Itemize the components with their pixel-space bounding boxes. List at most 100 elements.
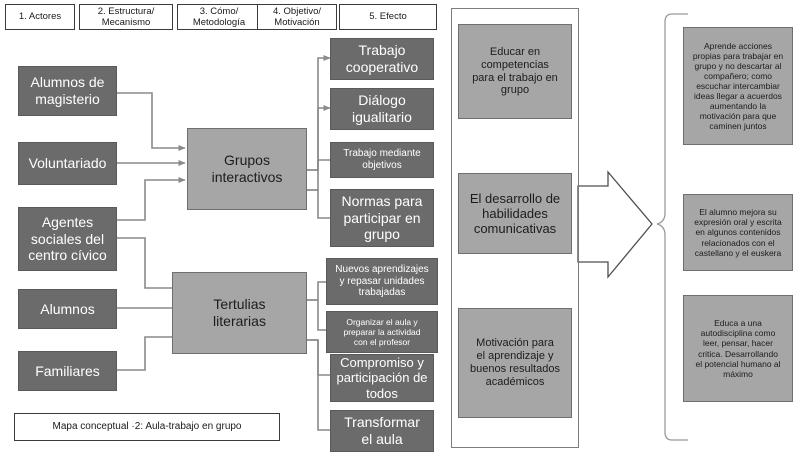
- metodo-transformar-aula-line1: Transformar: [344, 414, 420, 431]
- objetivo-motivacion-line3: buenos resultados: [470, 363, 560, 375]
- diagram-caption-label: Mapa conceptual ·2: Aula-trabajo en grup…: [52, 421, 242, 433]
- efecto-aprende-line5: escuchar intercambiar: [696, 80, 780, 91]
- actor-alumnos-magisterio-line1: Alumnos de: [30, 74, 105, 91]
- metodo-transformar-aula[interactable]: Transformar el aula: [330, 410, 434, 452]
- efecto-aprende-line6: ideas llegar a acuerdos: [694, 91, 782, 101]
- metodo-dialogo-igualitario[interactable]: Diálogo igualitario: [330, 88, 434, 130]
- efecto-aprende-line7: aumentando la: [709, 101, 767, 112]
- efecto-expresion-line3: en algunos contenidos: [695, 227, 781, 238]
- metodo-compromiso-line3: todos: [366, 385, 398, 401]
- mecanismo-grupos-line1: Grupos: [224, 152, 270, 169]
- objetivo-motivacion-line2: el aprendizaje y: [476, 350, 554, 363]
- actor-familiares[interactable]: Familiares: [18, 351, 117, 391]
- metodo-organizar-aula-line2: preparar la actividad: [343, 326, 421, 337]
- metodo-normas-participar[interactable]: Normas para participar en grupo: [330, 189, 434, 247]
- efecto-expresion-oral-escrita[interactable]: El alumno mejora su expresión oral y esc…: [683, 194, 793, 271]
- objetivo-educar-line3: para el trabajo en: [472, 71, 558, 84]
- efecto-aprende-line2: propias para trabajar en: [692, 50, 784, 61]
- big-right-arrow: [577, 170, 653, 279]
- efecto-aprende-line8: motivación para que: [699, 111, 777, 122]
- objetivo-motivacion-aprendizaje[interactable]: Motivación para el aprendizaje y buenos …: [458, 308, 572, 418]
- metodo-nuevos-aprendizajes-line3: trabajadas: [358, 287, 406, 299]
- actor-alumnos[interactable]: Alumnos: [18, 289, 117, 329]
- metodo-transformar-aula-line2: el aula: [361, 431, 403, 447]
- objetivos-frame: [451, 8, 579, 448]
- metodo-dialogo-line1: Diálogo: [358, 92, 406, 109]
- header-efecto: 5. Efecto: [339, 4, 437, 30]
- efecto-expresion-line2: expresión oral y escrita: [694, 217, 782, 228]
- metodo-trabajo-objetivos-line1: Trabajo mediante: [343, 148, 421, 160]
- header-objetivo-line1: 4. Objetivo/: [272, 5, 322, 17]
- efecto-autodisciplina-line2: autodisciplina como: [700, 328, 776, 339]
- efecto-autodisciplina[interactable]: Educa a una autodisciplina como leer, pe…: [683, 295, 793, 402]
- actor-familiares-line1: Familiares: [35, 362, 100, 379]
- efecto-autodisciplina-line3: leer, pensar, hacer: [703, 338, 773, 349]
- header-como-line2: Metodología: [192, 17, 246, 28]
- metodo-trabajo-objetivos[interactable]: Trabajo mediante objetivos: [330, 142, 434, 178]
- metodo-organizar-aula-line3: con el profesor: [353, 337, 411, 347]
- header-objetivo-line2: Motivación: [274, 17, 320, 28]
- efecto-expresion-line4: relacionados con el: [701, 237, 775, 248]
- header-estructura: 2. Estructura/ Mecanismo: [79, 4, 173, 30]
- efecto-aprende-line1: Aprende acciones: [703, 40, 773, 51]
- objetivo-educar-line4: grupo: [500, 84, 530, 97]
- metodo-compromiso-participacion[interactable]: Compromiso y participación de todos: [330, 354, 434, 402]
- actor-alumnos-magisterio[interactable]: Alumnos de magisterio: [18, 66, 117, 116]
- header-estructura-line1: 2. Estructura/: [97, 5, 155, 17]
- header-efecto-label: 5. Efecto: [369, 11, 407, 23]
- metodo-compromiso-line2: participación de: [336, 370, 428, 386]
- actor-alumnos-magisterio-line2: magisterio: [35, 91, 100, 107]
- metodo-compromiso-line1: Compromiso y: [340, 355, 424, 370]
- efecto-autodisciplina-line6: máximo: [723, 368, 753, 379]
- objetivo-habilidades-line1: El desarrollo de: [469, 190, 561, 206]
- actor-agentes-sociales[interactable]: Agentes sociales del centro cívico: [18, 207, 117, 271]
- metodo-organizar-aula[interactable]: Organizar el aula y preparar la activida…: [326, 311, 438, 353]
- metodo-trabajo-cooperativo[interactable]: Trabajo cooperativo: [330, 38, 434, 80]
- objetivo-habilidades-line2: habilidades: [482, 205, 548, 221]
- header-actores-label: 1. Actores: [18, 11, 62, 23]
- objetivo-educar-line1: Educar en: [489, 45, 541, 58]
- actor-voluntariado-line1: Voluntariado: [28, 155, 107, 172]
- efecto-autodisciplina-line4: critica. Desarrollando: [698, 348, 778, 359]
- efecto-aprende-line3: grupo y no descartar al: [694, 60, 782, 71]
- mecanismo-tertulias-line2: literarias: [213, 313, 266, 329]
- header-actores: 1. Actores: [5, 4, 75, 30]
- actor-voluntariado[interactable]: Voluntariado: [18, 142, 117, 185]
- actor-agentes-sociales-line2: sociales del: [30, 230, 105, 247]
- efecto-expresion-line5: castellano y el euskera: [694, 247, 782, 258]
- metodo-dialogo-line2: igualitario: [352, 109, 412, 125]
- metodo-trabajo-objetivos-line2: objetivos: [362, 160, 402, 171]
- mecanismo-grupos-interactivos[interactable]: Grupos interactivos: [187, 128, 307, 210]
- efecto-aprende-acciones[interactable]: Aprende acciones propias para trabajar e…: [683, 27, 793, 145]
- objetivo-motivacion-line1: Motivación para: [476, 337, 554, 350]
- metodo-nuevos-aprendizajes-line2: y repasar unidades: [339, 275, 425, 287]
- efecto-aprende-line4: compañero; como: [703, 70, 773, 81]
- objetivo-motivacion-line4: académicos: [485, 375, 545, 388]
- metodo-normas-line2: participar en: [343, 209, 421, 226]
- actor-agentes-sociales-line3: centro cívico: [28, 247, 107, 264]
- objetivo-educar-line2: competencias: [481, 58, 549, 71]
- objetivo-desarrollo-habilidades[interactable]: El desarrollo de habilidades comunicativ…: [458, 173, 572, 254]
- metodo-organizar-aula-line1: Organizar el aula y: [346, 316, 418, 327]
- efecto-autodisciplina-line1: Educa a una: [714, 318, 762, 329]
- objetivo-habilidades-line3: comunicativas: [473, 221, 557, 237]
- efecto-aprende-line9: caminen juntos: [709, 121, 767, 132]
- metodo-trabajo-cooperativo-line2: cooperativo: [345, 59, 419, 75]
- mecanismo-tertulias-literarias[interactable]: Tertulias literarias: [172, 272, 307, 354]
- metodo-normas-line3: grupo: [364, 226, 400, 243]
- metodo-normas-line1: Normas para: [341, 193, 423, 210]
- actor-agentes-sociales-line1: Agentes: [41, 214, 94, 231]
- mecanismo-tertulias-line1: Tertulias: [213, 296, 266, 313]
- header-objetivo: 4. Objetivo/ Motivación: [257, 4, 337, 30]
- header-como: 3. Cómo/ Metodología: [177, 4, 261, 30]
- objetivo-educar-competencias[interactable]: Educar en competencias para el trabajo e…: [458, 24, 572, 119]
- header-estructura-line2: Mecanismo: [101, 17, 151, 28]
- metodo-nuevos-aprendizajes[interactable]: Nuevos aprendizajes y repasar unidades t…: [326, 258, 438, 305]
- header-como-line1: 3. Cómo/: [199, 5, 239, 17]
- mecanismo-grupos-line2: interactivos: [211, 169, 283, 185]
- efecto-autodisciplina-line5: el potencial humano al: [695, 358, 781, 369]
- diagram-caption: Mapa conceptual ·2: Aula-trabajo en grup…: [14, 413, 280, 441]
- metodo-nuevos-aprendizajes-line1: Nuevos aprendizajes: [335, 263, 429, 275]
- actor-alumnos-line1: Alumnos: [40, 300, 95, 317]
